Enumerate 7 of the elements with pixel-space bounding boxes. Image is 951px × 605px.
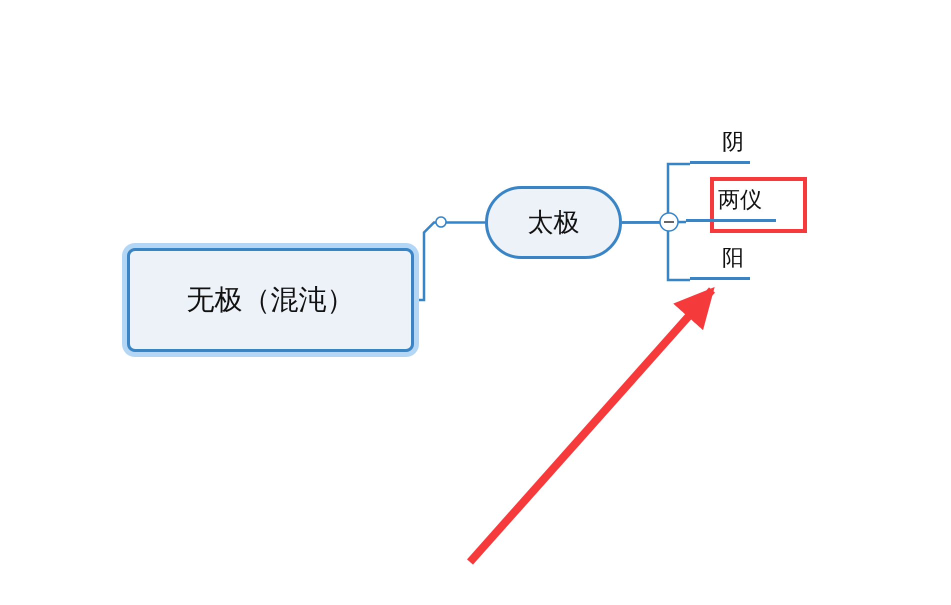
branch-line bbox=[622, 221, 690, 282]
subtopic: 阳 bbox=[690, 244, 750, 280]
subtopic: 两仪 bbox=[686, 184, 776, 222]
pointer-arrow bbox=[467, 287, 715, 565]
topic-pill: 太极 bbox=[485, 186, 622, 259]
branch-line bbox=[419, 221, 485, 302]
subtopic: 阴 bbox=[690, 128, 750, 164]
